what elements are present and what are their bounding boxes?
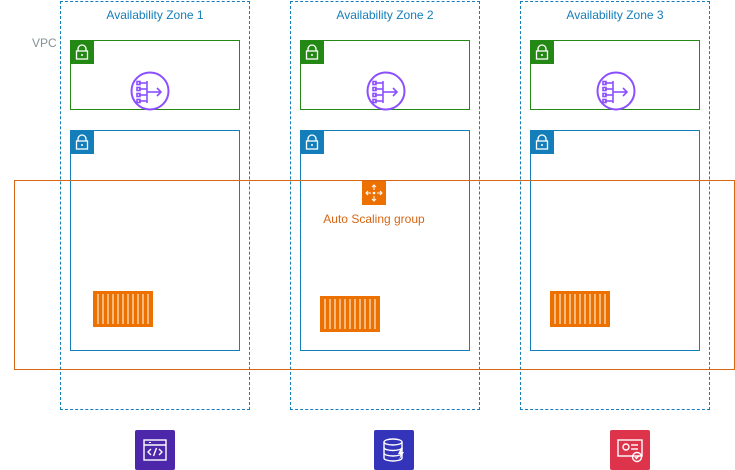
nat-gateway-icon <box>130 71 170 111</box>
availability-zone-3: Availability Zone 3 <box>520 1 710 410</box>
elastic-container-icon <box>93 291 153 327</box>
auto-scaling-icon <box>362 181 386 205</box>
private-subnet-2 <box>300 130 470 351</box>
dynamodb-icon <box>374 430 414 470</box>
auto-scaling-group <box>14 180 735 370</box>
auto-scaling-group-label: Auto Scaling group <box>323 212 425 226</box>
elastic-container-icon <box>320 296 380 332</box>
certificate-manager-icon <box>610 430 650 470</box>
availability-zone-2: Availability Zone 2 <box>290 1 480 410</box>
nat-gateway-icon <box>596 71 636 111</box>
availability-zone-label: Availability Zone 3 <box>566 8 664 22</box>
elastic-container-icon <box>550 291 610 327</box>
lock-icon <box>530 130 554 154</box>
private-subnet-3 <box>530 130 700 351</box>
lock-icon <box>70 130 94 154</box>
availability-zone-label: Availability Zone 2 <box>336 8 434 22</box>
vpc-label: VPC <box>32 36 57 50</box>
availability-zone-1: Availability Zone 1 <box>60 1 250 410</box>
lock-icon <box>300 40 324 64</box>
private-subnet-1 <box>70 130 240 351</box>
availability-zone-label: Availability Zone 1 <box>106 8 204 22</box>
lock-icon <box>70 40 94 64</box>
nat-gateway-icon <box>366 71 406 111</box>
lock-icon <box>300 130 324 154</box>
lock-icon <box>530 40 554 64</box>
api-gateway-icon <box>135 430 175 470</box>
